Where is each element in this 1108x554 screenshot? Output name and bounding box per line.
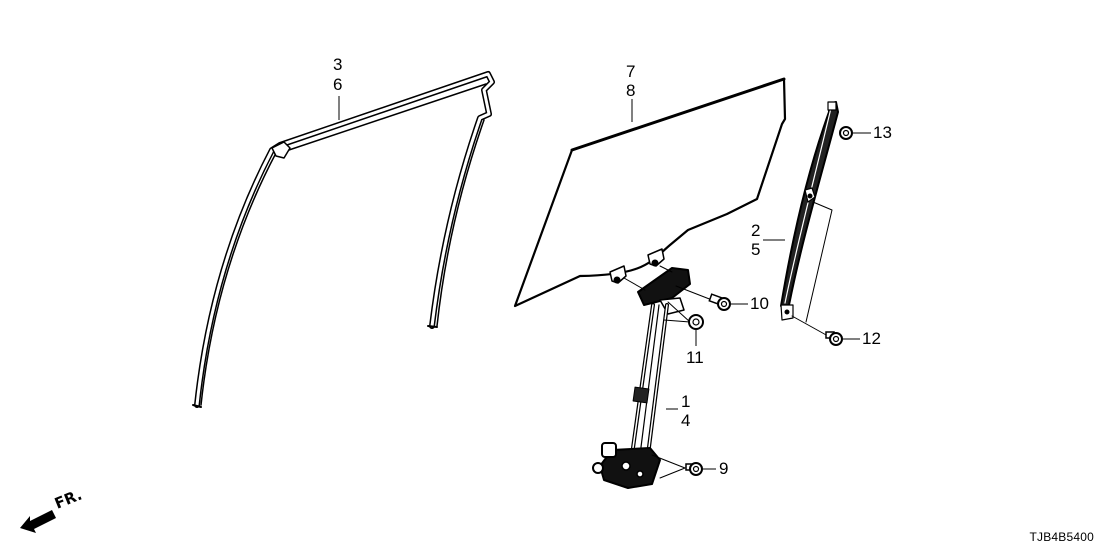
callout-11[interactable]: 11 <box>686 348 704 367</box>
nut-13-part[interactable] <box>839 126 871 140</box>
callout-5[interactable]: 5 <box>751 240 761 259</box>
callout-8[interactable]: 8 <box>626 81 636 100</box>
bolt-12-part[interactable] <box>825 331 860 346</box>
callout-1[interactable]: 1 <box>681 392 691 411</box>
rear-channel-part[interactable] <box>780 101 839 337</box>
window-regulator-part[interactable] <box>592 265 713 489</box>
door-glass-part[interactable] <box>513 77 787 308</box>
callout-2[interactable]: 2 <box>751 221 761 240</box>
callout-7[interactable]: 7 <box>626 62 636 81</box>
door-run-channel-part[interactable] <box>192 71 495 408</box>
nut-11-part[interactable] <box>688 314 704 346</box>
arrow-front-icon <box>20 510 56 533</box>
bolt-10-part[interactable] <box>708 293 748 311</box>
callout-12[interactable]: 12 <box>862 329 881 348</box>
callout-6[interactable]: 6 <box>333 75 343 94</box>
bolt-9-part[interactable] <box>685 462 716 476</box>
callout-4[interactable]: 4 <box>681 411 691 430</box>
callout-9[interactable]: 9 <box>719 459 729 478</box>
callout-10[interactable]: 10 <box>750 294 769 313</box>
callout-3[interactable]: 3 <box>333 55 343 74</box>
diagram-code: TJB4B5400 <box>1029 530 1094 544</box>
callout-13[interactable]: 13 <box>873 123 892 142</box>
